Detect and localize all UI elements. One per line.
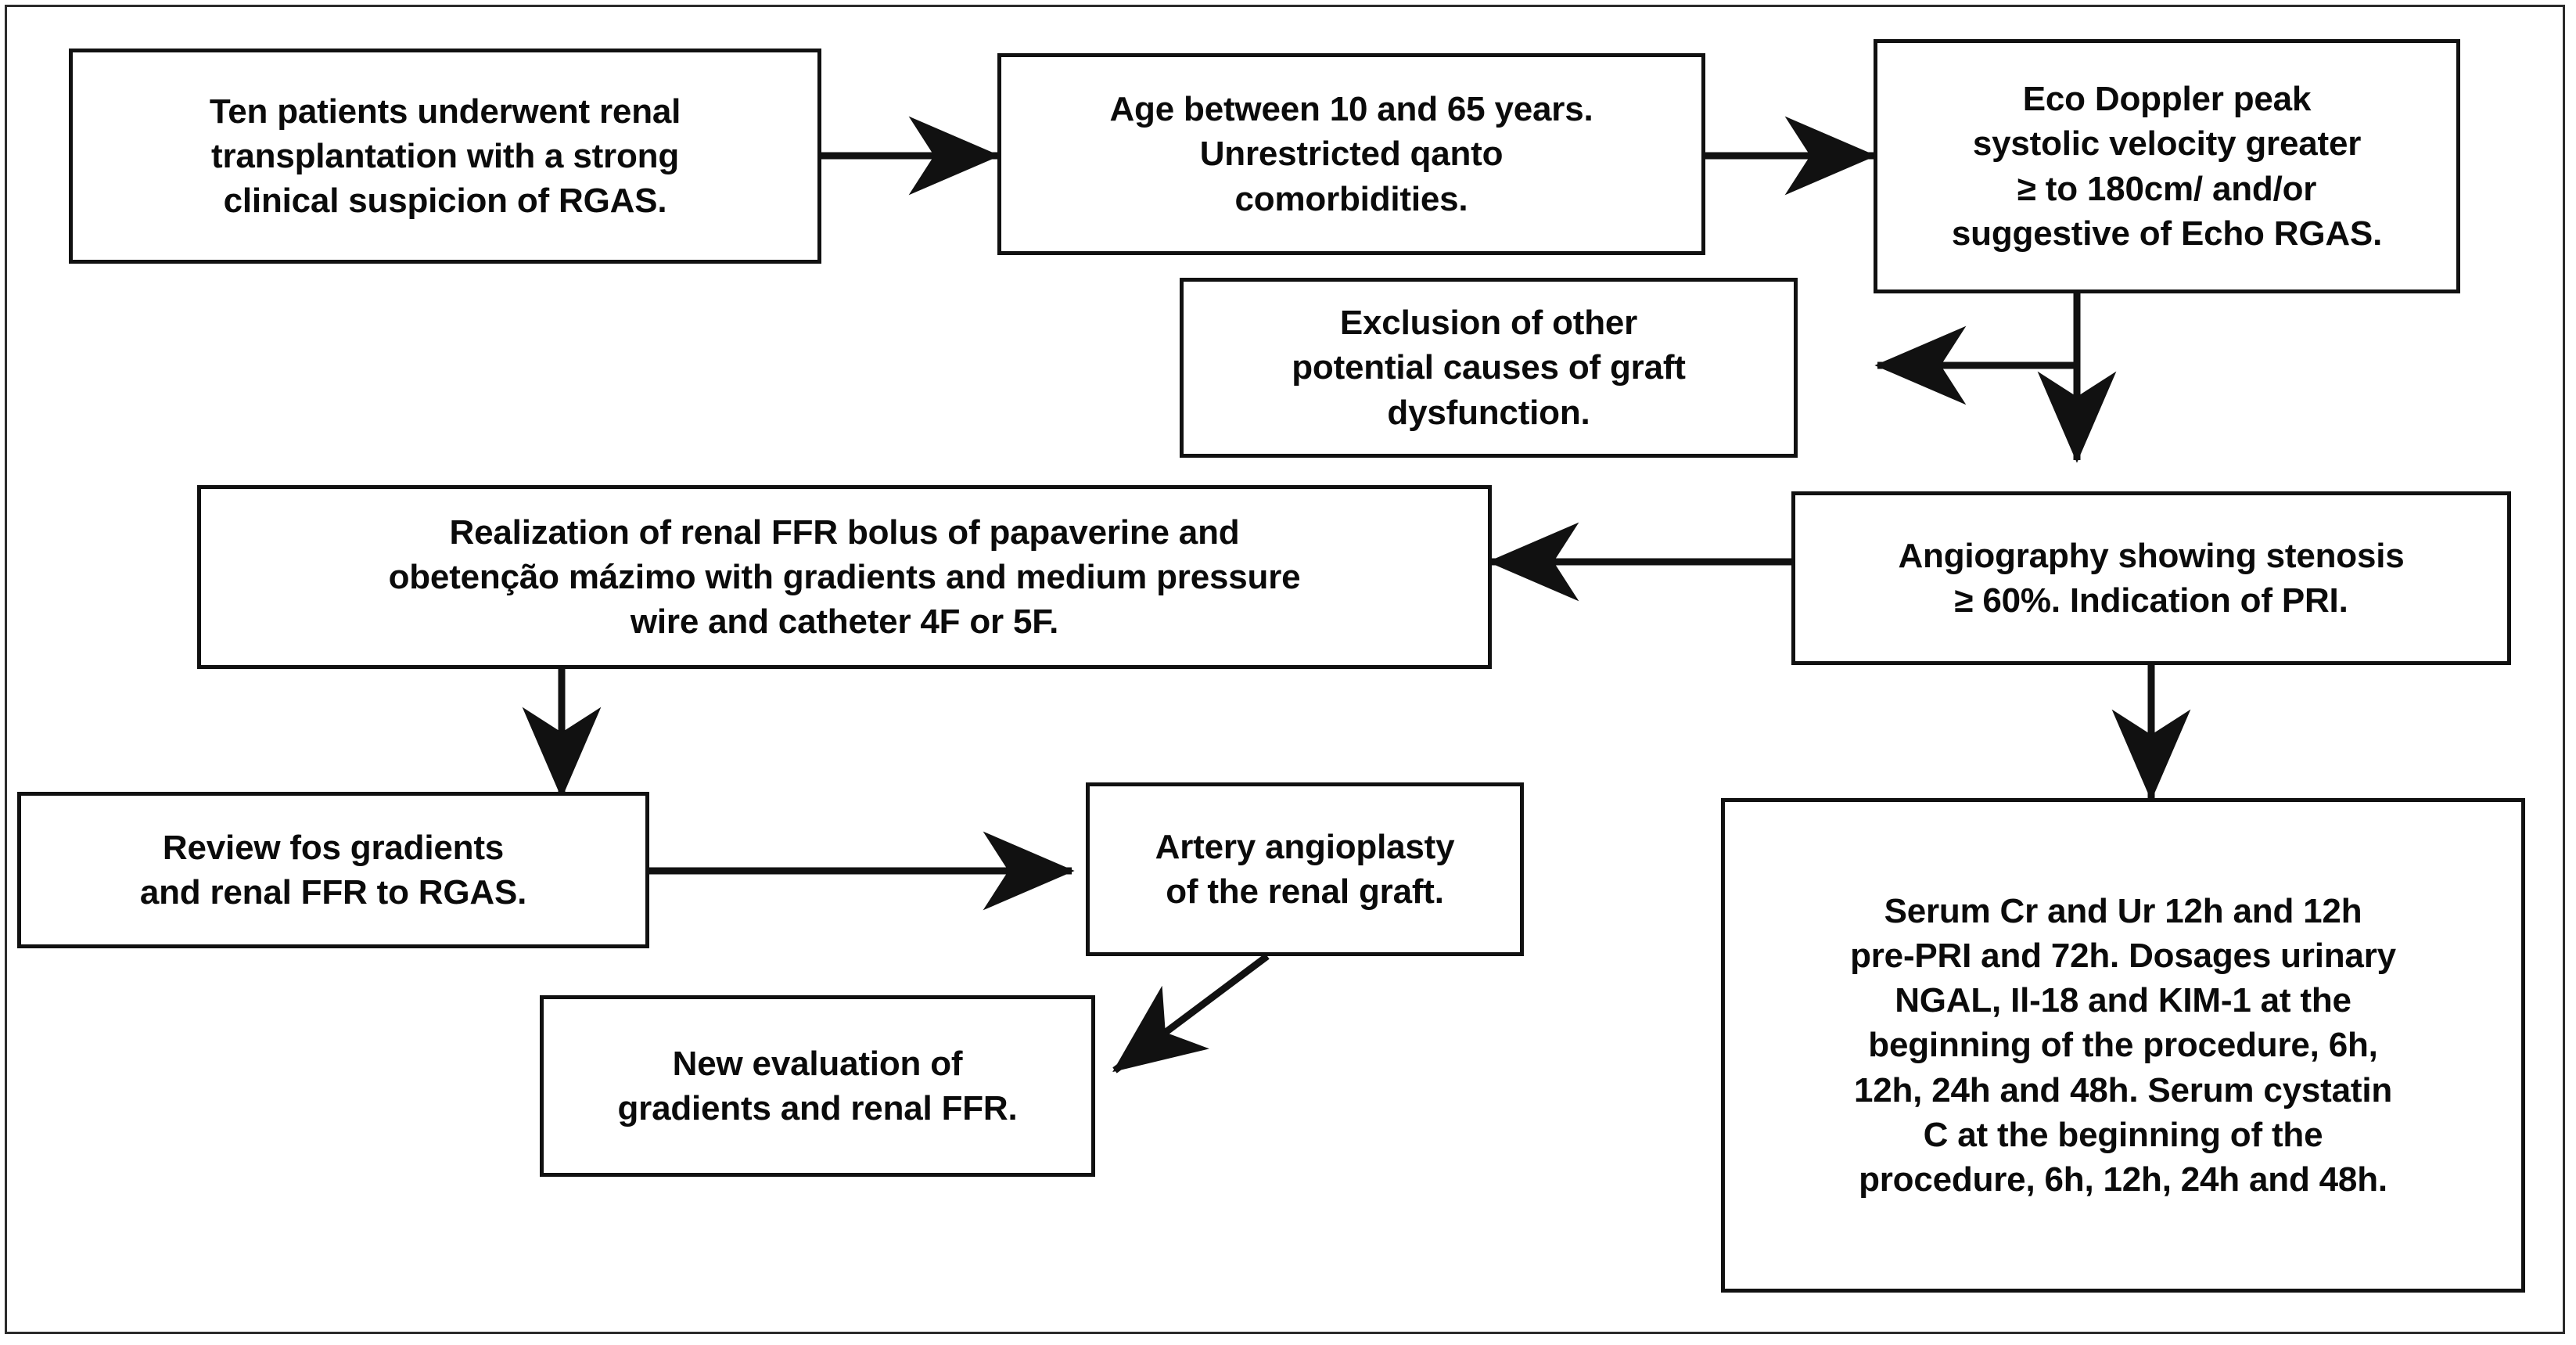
node-eco-doppler-label: Eco Doppler peak systolic velocity great… [1951,80,2383,253]
node-angioplasty[interactable]: Artery angioplasty of the renal graft. [1086,782,1524,956]
node-serum-labs[interactable]: Serum Cr and Ur 12h and 12h pre-PRI and … [1721,798,2525,1293]
node-new-evaluation[interactable]: New evaluation of gradients and renal FF… [540,995,1095,1177]
node-angiography-label: Angiography showing stenosis ≥ 60%. Indi… [1898,536,2405,620]
node-exclusion-label: Exclusion of other potential causes of g… [1292,304,1686,432]
arrow-angioplasty-to-new-evaluation [1112,953,1270,1073]
node-patients[interactable]: Ten patients underwent renal transplanta… [69,49,821,264]
node-new-evaluation-label: New evaluation of gradients and renal FF… [617,1044,1018,1127]
node-review-gradients[interactable]: Review fos gradients and renal FFR to RG… [17,792,649,948]
node-eco-doppler[interactable]: Eco Doppler peak systolic velocity great… [1874,39,2460,293]
node-serum-labs-label: Serum Cr and Ur 12h and 12h pre-PRI and … [1850,891,2396,1199]
node-ffr-realization-label: Realization of renal FFR bolus of papave… [388,512,1301,642]
node-angiography[interactable]: Angiography showing stenosis ≥ 60%. Indi… [1791,491,2511,665]
node-exclusion[interactable]: Exclusion of other potential causes of g… [1180,278,1798,458]
node-ffr-realization[interactable]: Realization of renal FFR bolus of papave… [197,485,1492,669]
node-age[interactable]: Age between 10 and 65 years. Unrestricte… [997,53,1705,255]
node-angioplasty-label: Artery angioplasty of the renal graft. [1155,827,1455,911]
node-patients-label: Ten patients underwent renal transplanta… [209,92,681,221]
node-review-gradients-label: Review fos gradients and renal FFR to RG… [139,828,527,912]
node-age-label: Age between 10 and 65 years. Unrestricte… [1109,90,1593,218]
